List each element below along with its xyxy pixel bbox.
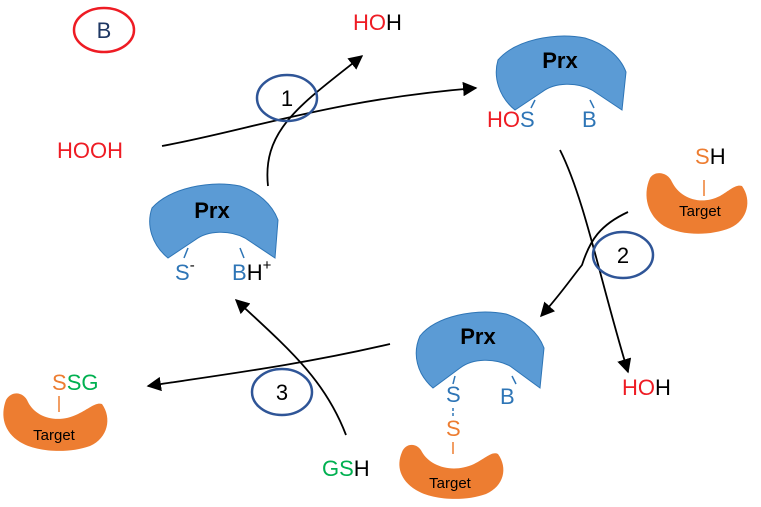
mixed-target-label: Target <box>429 475 472 492</box>
ssg-label: SSG <box>52 370 98 395</box>
mixed-target-sulfur: S <box>446 416 461 441</box>
thiolate-label: S- <box>175 257 195 285</box>
target-thiol: SH Target <box>646 144 748 234</box>
mixed-base-label: B <box>500 384 515 409</box>
water-product-right: HOH <box>622 375 671 400</box>
panel-label: B <box>97 18 112 43</box>
target-thiol-label: Target <box>679 203 722 220</box>
step1-peroxide-arrow <box>161 81 478 147</box>
step3-circle <box>250 367 314 417</box>
panel-label-circle <box>72 6 136 54</box>
glutathionylated-target: SSG Target <box>3 370 108 451</box>
target-thiol-sh: SH <box>695 144 726 169</box>
prx-mixed-label: Prx <box>460 324 496 349</box>
hooh-label: HOOH <box>57 138 123 163</box>
prx-reduced-label: Prx <box>194 198 230 223</box>
step2-main-arrow <box>559 149 632 374</box>
sulfenic-acid-label: HOS <box>487 107 535 132</box>
step1-circle <box>255 73 319 123</box>
ssg-target-label: Target <box>33 427 76 444</box>
prx-sulfenic: Prx HOS B <box>487 35 627 132</box>
protonated-base-label: BH+ <box>232 257 272 285</box>
prx-sulfenic-label: Prx <box>542 48 578 73</box>
step2-circle <box>591 230 655 280</box>
water-product-top: HOH <box>353 10 402 35</box>
step1-number: 1 <box>281 86 293 111</box>
gsh-label: GSH <box>322 456 370 481</box>
step3-main-arrow <box>146 343 391 392</box>
prx-reduced: Prx S- BH+ <box>149 183 279 285</box>
step2-target-arrow <box>540 211 629 318</box>
sulfenic-base-label: B <box>582 107 597 132</box>
prx-mixed-disulfide: Prx S B S Target <box>399 311 545 499</box>
step2-number: 2 <box>617 243 629 268</box>
step3-gsh-arrow <box>234 299 347 436</box>
mixed-prx-sulfur: S <box>446 382 461 407</box>
step1-water-arrow <box>266 55 364 187</box>
step3-number: 3 <box>276 380 288 405</box>
